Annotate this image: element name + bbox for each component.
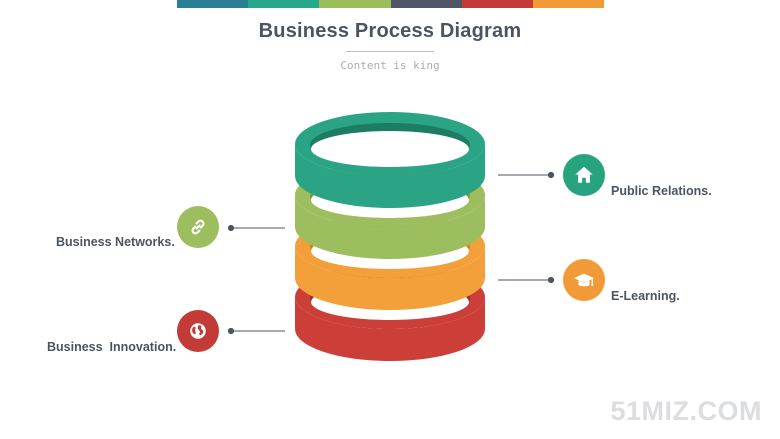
public-relations-badge xyxy=(563,154,605,196)
page-subtitle: Content is king xyxy=(340,59,440,72)
globe-icon xyxy=(190,323,206,339)
color-bar-segment-5 xyxy=(461,0,533,8)
connector-lines xyxy=(227,171,555,335)
connector-dot-business-networks xyxy=(227,224,235,232)
link-icon xyxy=(191,219,205,235)
watermark: 51MIZ.COM xyxy=(610,396,762,426)
business-networks-badge xyxy=(177,206,219,248)
ring-teal xyxy=(295,112,485,208)
color-bar-segment-6 xyxy=(532,0,605,8)
color-bar-segment-2 xyxy=(248,0,320,8)
connector-dot-public-relations xyxy=(547,171,555,179)
ring-hole xyxy=(311,131,469,167)
color-bar-segment-3 xyxy=(319,0,391,8)
color-bar-segment-4 xyxy=(390,0,462,8)
page-title: Business Process Diagram xyxy=(258,20,522,42)
connector-dot-e-learning xyxy=(547,276,555,284)
rings-layer xyxy=(295,112,485,361)
top-color-bar xyxy=(177,0,605,8)
business-innovation-badge xyxy=(177,310,219,352)
e-learning-label: E-Learning. xyxy=(611,289,680,303)
business-innovation-label: Business Innovation. xyxy=(47,340,177,354)
color-bar-segment-1 xyxy=(177,0,249,8)
home-icon xyxy=(575,166,593,183)
graduation-cap-icon xyxy=(573,273,595,287)
connector-dot-business-innovation xyxy=(227,327,235,335)
e-learning-badge xyxy=(563,259,605,301)
title-divider xyxy=(346,51,434,52)
business-networks-label: Business Networks. xyxy=(56,235,175,249)
public-relations-label: Public Relations. xyxy=(611,184,712,198)
